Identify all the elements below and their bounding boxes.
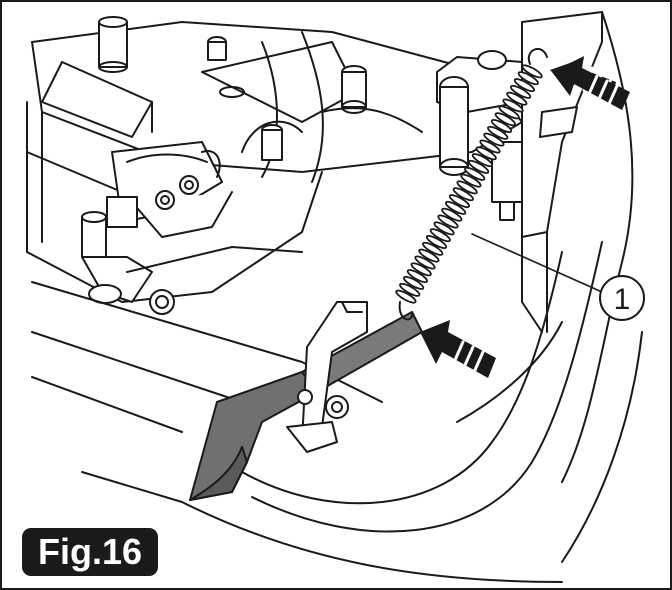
spring-coil xyxy=(399,282,421,297)
spring-coil xyxy=(406,269,429,284)
callout-number: 1 xyxy=(614,283,631,316)
spring-coil xyxy=(502,98,524,113)
spring-coil xyxy=(395,289,417,304)
spring-coil xyxy=(425,235,448,249)
spring-coil xyxy=(444,200,467,215)
pedal-lever xyxy=(189,301,423,501)
spring-coil xyxy=(467,159,490,174)
spring-coil xyxy=(452,187,474,202)
callout-1: 1 xyxy=(471,233,645,321)
linkage-assembly xyxy=(81,141,303,315)
spring-coil xyxy=(418,248,440,263)
spring-coil xyxy=(494,112,516,127)
engine-casting xyxy=(26,11,603,333)
spring-coil xyxy=(402,275,425,290)
spring-coil xyxy=(441,207,463,222)
spring-coil xyxy=(437,214,459,229)
spring-coil xyxy=(464,166,486,181)
spring-coil xyxy=(433,221,455,236)
spring-coil xyxy=(422,241,444,256)
lower-spring-hook-arrow xyxy=(420,320,496,378)
spring-coil xyxy=(471,153,494,168)
spring-coil xyxy=(483,132,505,147)
spring-coil xyxy=(429,228,451,243)
tension-spring xyxy=(395,64,543,304)
spring-coil xyxy=(410,262,432,277)
spring-coil xyxy=(509,84,532,99)
spring-coil xyxy=(479,139,501,154)
upper-arrow-stripes xyxy=(587,74,619,106)
spring-coil xyxy=(506,91,528,106)
spring-coil xyxy=(414,255,436,270)
spring-coil xyxy=(498,105,520,120)
lower-arrow-stripes xyxy=(453,340,485,372)
spring-coil xyxy=(490,119,513,133)
spring-coil xyxy=(517,71,539,86)
spring-coil xyxy=(521,64,543,79)
spring-upper-hook xyxy=(527,47,548,65)
figure-label: Fig.16 xyxy=(22,528,158,576)
spring-coil xyxy=(487,125,509,140)
spring-coil xyxy=(448,194,471,209)
spring-coil xyxy=(460,173,482,188)
spring-lower-hook xyxy=(398,301,414,321)
spring-coil xyxy=(475,146,497,161)
spring-coil xyxy=(513,78,536,93)
upper-arrow-body xyxy=(552,56,630,110)
spring-coil xyxy=(456,180,478,195)
